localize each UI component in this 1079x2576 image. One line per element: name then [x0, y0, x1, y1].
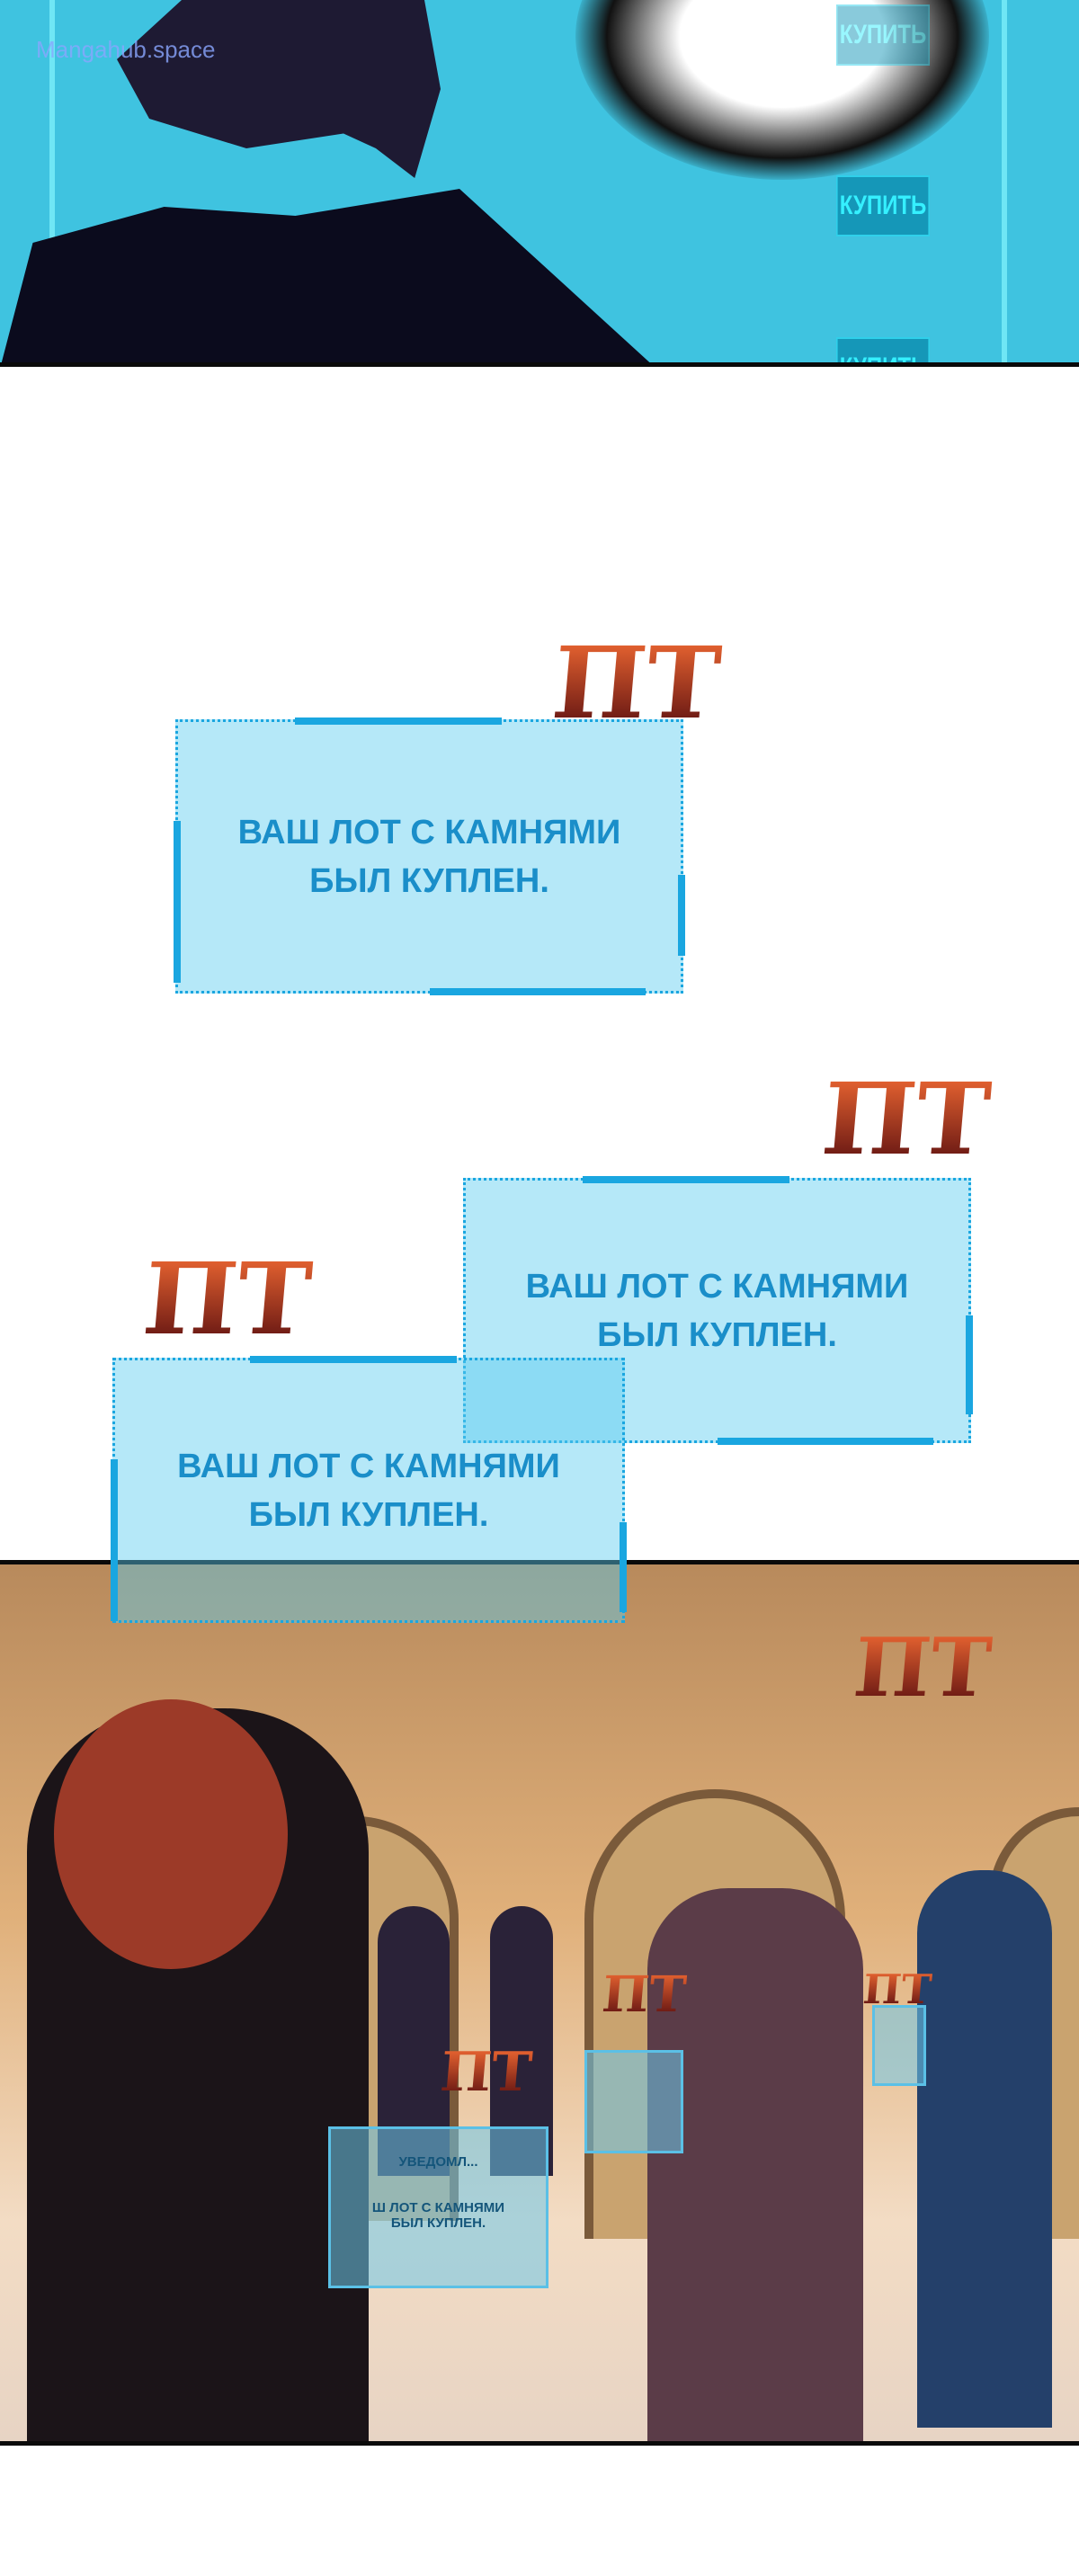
armored-character [647, 1888, 863, 2441]
notification-text: ВАШ ЛОТ С КАМНЯМИ [237, 813, 621, 851]
scene-note-text: Ш ЛОТ С КАМНЯМИ [371, 2200, 505, 2215]
watermark: Mangahub.space [36, 36, 216, 63]
top-panel: Mangahub.space КУПИТЬ КУПИТЬ КУПИТЬ [0, 0, 1079, 367]
notification-box: ВАШ ЛОТ С КАМНЯМИ БЫЛ КУПЛЕН. [174, 718, 685, 995]
notification-text: БЫЛ КУПЛЕН. [248, 1495, 489, 1534]
hall-scene: УВЕДОМЛ... Ш ЛОТ С КАМНЯМИ БЫЛ КУПЛЕН. П… [0, 1560, 1079, 2446]
scene-notification-small [584, 2050, 683, 2153]
notification-box: ВАШ ЛОТ С КАМНЯМИ БЫЛ КУПЛЕН. [463, 1176, 973, 1445]
notification-box: ВАШ ЛОТ С КАМНЯМИ БЫЛ КУПЛЕН. [111, 1356, 627, 1623]
sfx-text: ПТ [600, 1965, 689, 2023]
buy-button[interactable]: КУПИТЬ [836, 175, 930, 236]
buy-button[interactable]: КУПИТЬ [836, 337, 930, 362]
shop-window-frame [49, 0, 1007, 362]
notification-text: ВАШ ЛОТ С КАМНЯМИ [525, 1267, 909, 1306]
woman-character [917, 1870, 1052, 2428]
scene-note-title: УВЕДОМЛ... [398, 2154, 478, 2170]
sfx-text: ПТ [817, 1061, 995, 1177]
sfx-text: ПТ [437, 2041, 535, 2104]
notification-text: БЫЛ КУПЛЕН. [597, 1315, 837, 1354]
sfx-text: ПТ [861, 1965, 934, 2013]
red-hair [54, 1699, 288, 1969]
scene-notification: УВЕДОМЛ... Ш ЛОТ С КАМНЯМИ БЫЛ КУПЛЕН. [328, 2126, 548, 2288]
sfx-text: ПТ [138, 1241, 317, 1357]
notification-text: ВАШ ЛОТ С КАМНЯМИ [177, 1447, 560, 1485]
scene-notification-small [872, 2005, 926, 2086]
notification-text: БЫЛ КУПЛЕН. [309, 861, 549, 900]
sfx-text: ПТ [850, 1620, 995, 1716]
buy-button[interactable]: КУПИТЬ [836, 4, 930, 66]
sfx-text: ПТ [548, 625, 726, 741]
scene-note-text: БЫЛ КУПЛЕН. [390, 2215, 486, 2231]
